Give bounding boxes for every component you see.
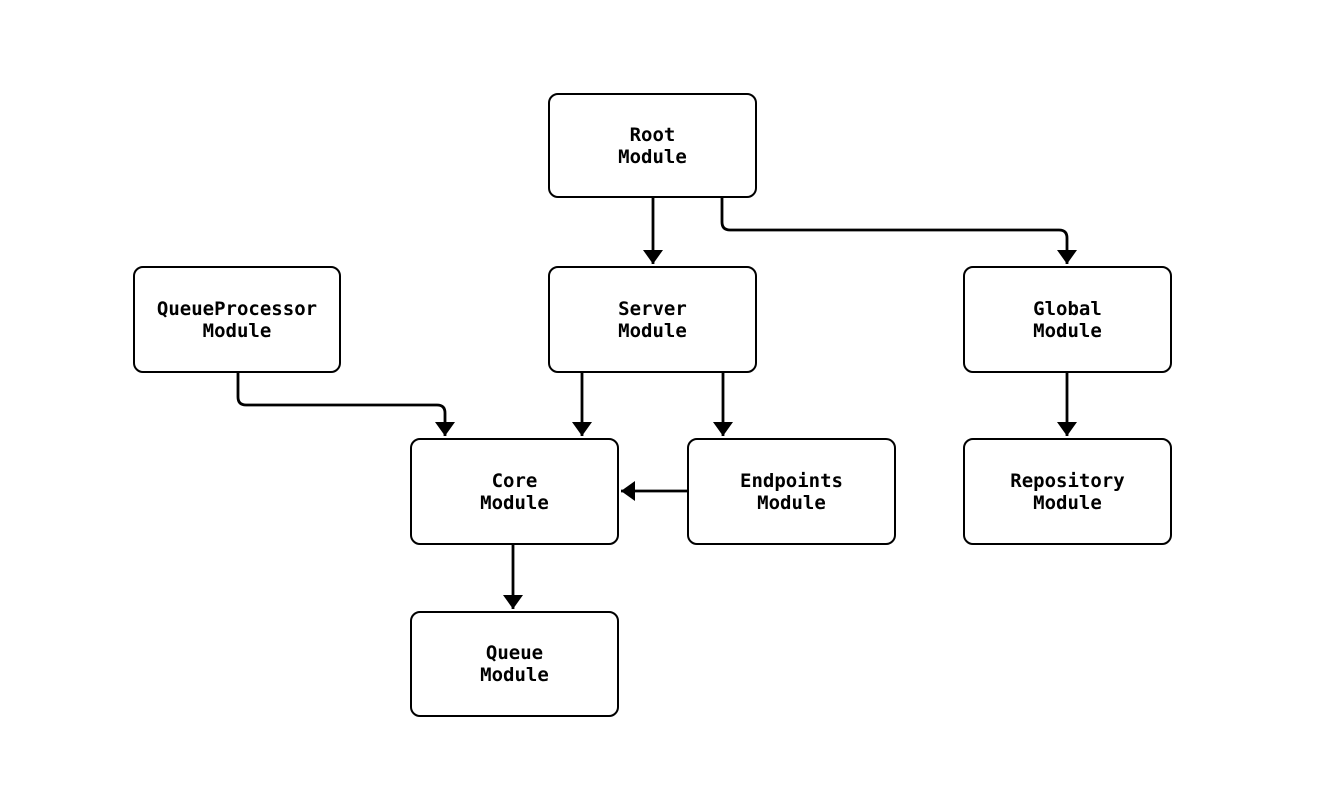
node-queue-module: Queue Module [410, 611, 619, 717]
node-repository-module: Repository Module [963, 438, 1172, 545]
node-endpoints-module: Endpoints Module [687, 438, 896, 545]
node-queueprocessor-module: QueueProcessor Module [133, 266, 341, 373]
edge-root-to-global [720, 198, 1077, 264]
node-global-module: Global Module [963, 266, 1172, 373]
node-root-module: Root Module [548, 93, 757, 198]
edge-queueprocessor-to-core [236, 373, 455, 436]
node-server-module: Server Module [548, 266, 757, 373]
node-core-module: Core Module [410, 438, 619, 545]
